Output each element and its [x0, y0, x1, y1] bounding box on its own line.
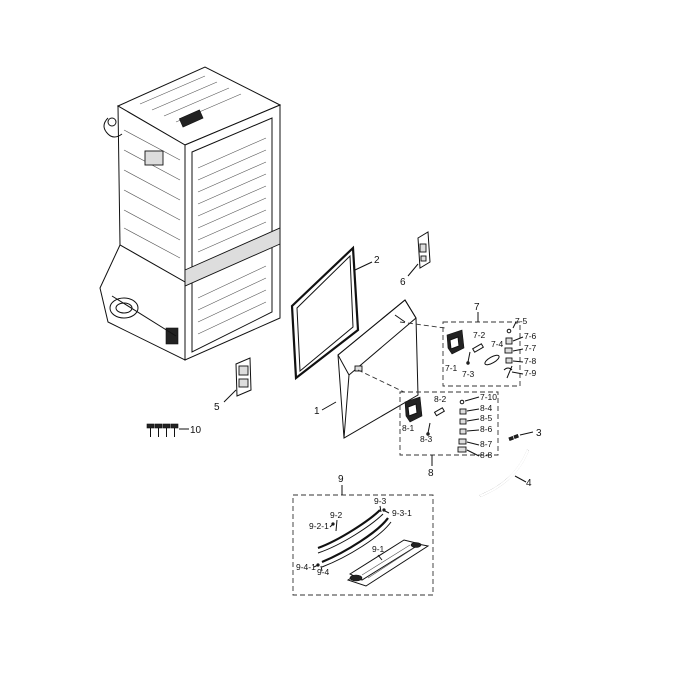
callout-7-4: 7-4	[491, 339, 504, 349]
leader-line	[223, 389, 237, 403]
callout-7: 7	[474, 302, 480, 313]
callout-8-4: 8-4	[480, 403, 493, 413]
callout-6: 6	[400, 277, 406, 288]
callout-8-8: 8-8	[480, 450, 493, 460]
door-gasket-part	[290, 245, 360, 381]
screws-part-10	[146, 423, 179, 437]
callout-7-9: 7-9	[524, 368, 537, 378]
hinge-bracket-part-6	[417, 231, 431, 269]
bracket-group-7	[442, 312, 521, 387]
refrigerator-cabinet	[99, 66, 282, 361]
callout-9-2-1: 9-2-1	[309, 521, 329, 531]
callout-8-1: 8-1	[402, 423, 415, 433]
callout-9-4: 9-4	[317, 567, 330, 577]
callout-8-7: 8-7	[480, 439, 493, 449]
callout-7-1: 7-1	[445, 363, 458, 373]
callout-4: 4	[526, 478, 532, 489]
callout-10: 10	[190, 425, 202, 436]
callout-5: 5	[214, 402, 220, 413]
callout-9: 9	[338, 474, 344, 485]
callout-7-8: 7-8	[524, 356, 537, 366]
callout-7-10: 7-10	[480, 392, 497, 402]
drawer-door-part-1	[337, 299, 419, 439]
callout-3: 3	[536, 428, 542, 439]
group-9-leaders	[313, 505, 390, 572]
bracket-group-8	[399, 391, 499, 466]
callout-8-3: 8-3	[420, 434, 433, 444]
callout-7-3: 7-3	[462, 369, 475, 379]
group-8-leaders	[464, 396, 480, 457]
callout-7-5: 7-5	[515, 316, 528, 326]
callout-9-4-1: 9-4-1	[296, 562, 316, 572]
group-7-leaders	[511, 321, 524, 375]
leader-line	[407, 263, 419, 277]
callout-7-7: 7-7	[524, 343, 537, 353]
rail-part-4	[479, 449, 530, 498]
callout-8-6: 8-6	[480, 424, 493, 434]
leader-line	[354, 261, 373, 271]
clip-part-3	[508, 433, 519, 441]
callout-8-2: 8-2	[434, 394, 447, 404]
leader-line	[514, 475, 527, 483]
callout-9-3-1: 9-3-1	[392, 508, 412, 518]
callout-1: 1	[314, 406, 320, 417]
callout-9-3: 9-3	[374, 496, 387, 506]
rail-group-9	[292, 485, 434, 596]
lower-hinge-part-5	[235, 357, 252, 397]
callout-8: 8	[428, 468, 434, 479]
callout-9-1: 9-1	[372, 544, 385, 554]
leader-line	[321, 401, 337, 411]
guide-line	[357, 369, 405, 393]
callout-7-2: 7-2	[473, 330, 486, 340]
callout-9-2: 9-2	[330, 510, 343, 520]
callout-7-6: 7-6	[524, 331, 537, 341]
callout-2: 2	[374, 255, 380, 266]
callout-8-5: 8-5	[480, 413, 493, 423]
leader-line	[519, 431, 534, 436]
